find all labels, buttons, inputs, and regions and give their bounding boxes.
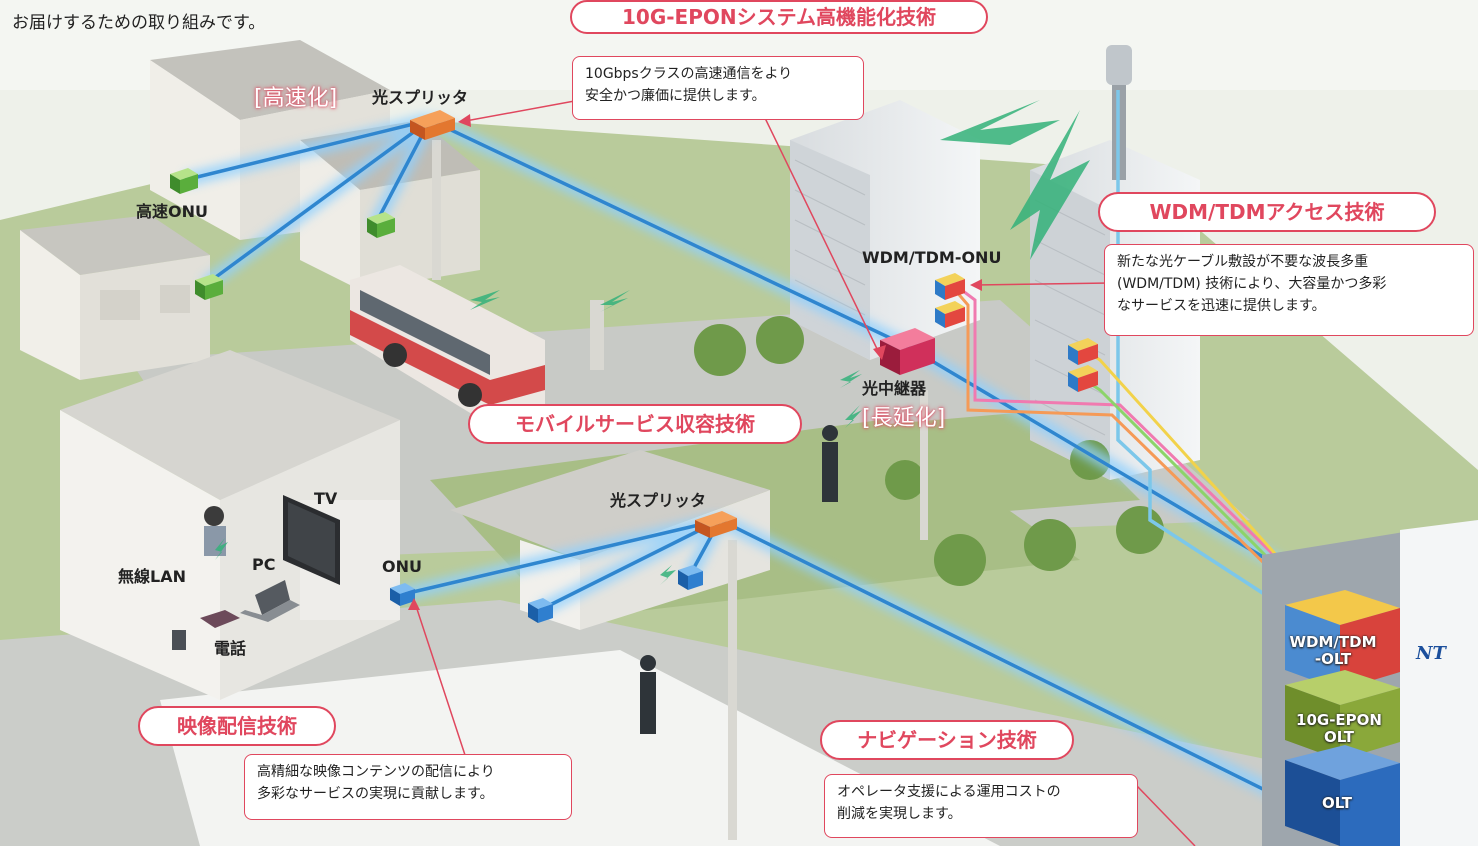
bus [350, 265, 545, 425]
onu-label: ONU [382, 557, 422, 576]
callout-mobile-title: モバイルサービス収容技術 [468, 404, 802, 444]
olt-label: OLT [1321, 794, 1353, 812]
callout-nav-title: ナビゲーション技術 [820, 720, 1074, 760]
olt-10g-label: 10G-EPON OLT [1283, 712, 1395, 746]
phone [200, 610, 240, 628]
callout-epon-note-line1: 10Gbpsクラスの高速通信をより [585, 66, 793, 82]
callout-wdm-note: 新たな光ケーブル敷設が不要な波長多重 (WDM/TDM) 技術により、大容量かつ… [1104, 244, 1474, 336]
splitter-top-label: 光スプリッタ [372, 88, 469, 107]
people [204, 425, 838, 734]
extend-tag: [長延化] [862, 406, 946, 431]
router [172, 630, 186, 650]
wdm-onu-1 [935, 273, 965, 300]
callout-video-title: 映像配信技術 [138, 706, 336, 746]
wireless-bolts [215, 100, 1090, 585]
callout-video-note-line1: 高精細な映像コンテンツの配信により [257, 764, 495, 780]
callout-epon-note-line2: 安全かつ廉価に提供します。 [585, 88, 766, 104]
wireless-lan-label: 無線LAN [118, 567, 186, 586]
devices [170, 110, 1098, 650]
fast-onu-label: 高速ONU [136, 202, 208, 221]
fast-onu-2 [367, 212, 395, 238]
house-bottom-left [60, 350, 400, 700]
intro-text: お届けするための取り組みです。 [12, 13, 266, 33]
splitter-top [410, 110, 455, 140]
callout-nav-note-line1: オペレータ支援による運用コストの [837, 784, 1061, 800]
callout-video-note: 高精細な映像コンテンツの配信により 多彩なサービスの実現に貢献します。 [244, 754, 572, 820]
leader-arrows [408, 114, 982, 610]
fast-onu-1 [170, 168, 198, 194]
olt-wdm-label-line1: WDM/TDM [1289, 633, 1377, 651]
phone-label: 電話 [214, 639, 247, 658]
olt-10g-label-line1: 10G-EPON [1296, 711, 1382, 729]
logo-text: NT [1416, 643, 1446, 664]
tv [283, 495, 340, 585]
pc-label: PC [252, 555, 276, 574]
onu-blue-2 [678, 565, 703, 590]
leader-lines [414, 99, 1196, 846]
callout-video-note-line2: 多彩なサービスの実現に貢献します。 [257, 786, 494, 802]
olt-wdm-label-line2: -OLT [1314, 650, 1352, 668]
callout-wdm-note-line3: なサービスを迅速に提供します。 [1117, 298, 1326, 314]
callout-nav-note: オペレータ支援による運用コストの 削減を実現します。 [824, 774, 1138, 838]
olt-10g-box [1285, 670, 1400, 760]
fast-onu-3 [195, 274, 223, 300]
trees [694, 316, 1164, 586]
poles [432, 140, 928, 840]
callout-wdm-title: WDM/TDMアクセス技術 [1098, 192, 1436, 232]
onu [390, 583, 415, 606]
wdm-onu-3 [1068, 338, 1098, 365]
wdm-onu-2 [935, 301, 965, 328]
onu-blue-1 [528, 598, 553, 623]
callout-wdm-note-line2: (WDM/TDM) 技術により、大容量かつ多彩 [1117, 276, 1387, 292]
wdm-onu-label: WDM/TDM-ONU [862, 248, 1002, 267]
tv-label: TV [314, 489, 338, 508]
callout-epon-note: 10Gbpsクラスの高速通信をより 安全かつ廉価に提供します。 [572, 56, 864, 120]
callout-wdm-note-line1: 新たな光ケーブル敷設が不要な波長多重 [1117, 254, 1369, 270]
olt-box [1285, 745, 1400, 846]
splitter-bottom-label: 光スプリッタ [610, 491, 707, 510]
olt-wdm-label: WDM/TDM -OLT [1283, 634, 1383, 668]
splitter-bottom [695, 511, 737, 538]
repeater-label: 光中継器 [862, 379, 927, 398]
callout-epon-title: 10G-EPONシステム高機能化技術 [570, 0, 988, 34]
speedup-tag: [高速化] [254, 86, 338, 111]
olt-wdm-box [1285, 590, 1400, 690]
wdm-onu-4 [1068, 365, 1098, 392]
laptop [240, 580, 300, 622]
olt-10g-label-line2: OLT [1323, 728, 1355, 746]
callout-nav-note-line2: 削減を実現します。 [837, 806, 962, 822]
